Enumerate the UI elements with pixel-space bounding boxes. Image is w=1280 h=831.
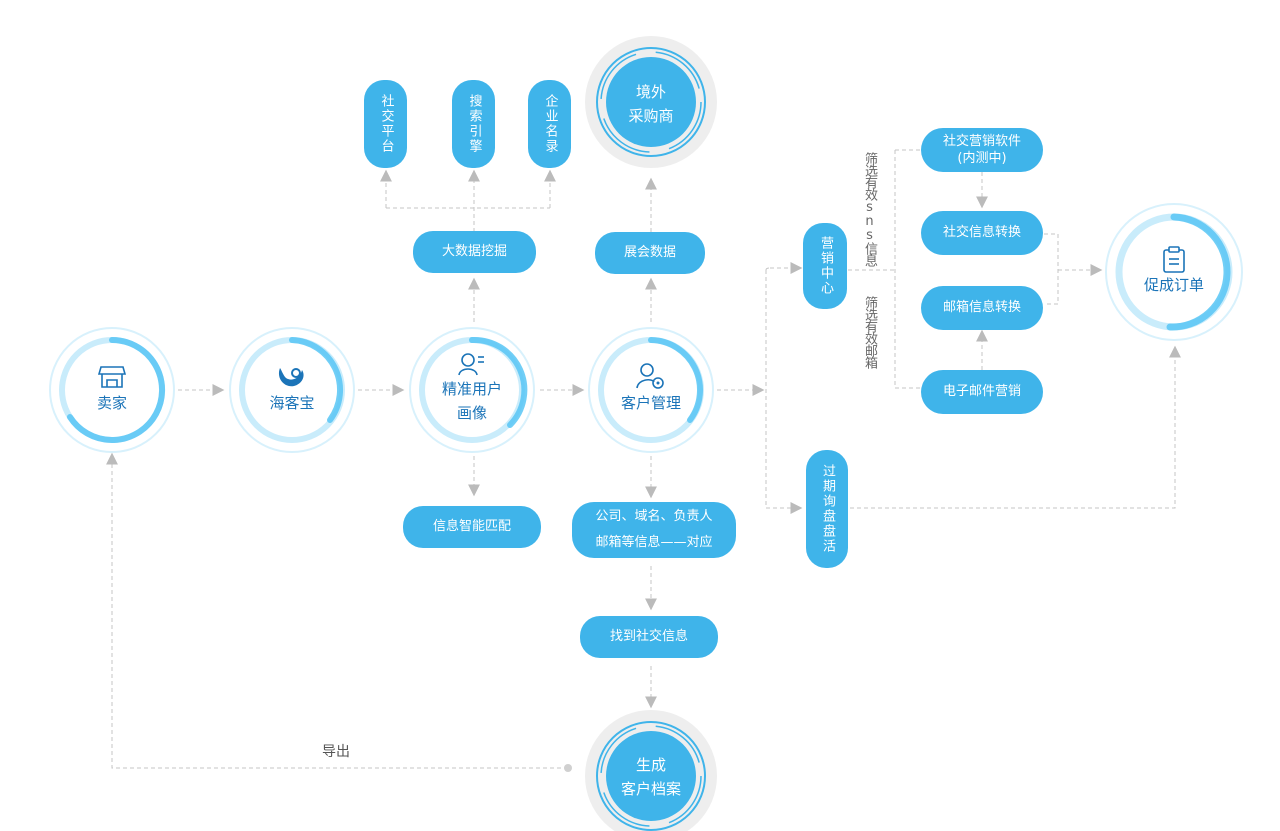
- label-filter-email: 筛选有效邮箱: [862, 296, 877, 368]
- node-overseas-buyer-line2: 采购商: [628, 107, 674, 125]
- node-user-profile-line2: 画像: [456, 404, 487, 422]
- node-overseas-buyer-line1: 境外: [635, 83, 666, 101]
- circle-overseas-buyer: [585, 36, 717, 168]
- pill-social-convert: 社交信息转换: [921, 211, 1043, 255]
- pill-company-info-line2: 邮箱等信息——对应: [595, 535, 713, 550]
- shop-icon: [98, 366, 126, 388]
- node-generate-file-line1: 生成: [635, 756, 666, 774]
- node-generate-file-line2: 客户档案: [620, 780, 681, 798]
- node-user-profile-line1: 精准用户: [441, 380, 502, 398]
- pill-company-info-line1: 公司、域名、负责人: [595, 509, 713, 524]
- user-profile-icon: [458, 353, 484, 376]
- ring-customer-mgmt: [588, 327, 714, 453]
- ring-haikebao: [229, 327, 355, 453]
- node-haikebao: 海客宝: [269, 394, 315, 412]
- ring-user-profile: [409, 327, 535, 453]
- pill-social-software-line2: (内测中): [957, 151, 1007, 166]
- pill-social-platform: 社交平台: [364, 80, 407, 168]
- pill-marketing-center-text: 营销中心: [818, 236, 833, 296]
- node-seller: 卖家: [96, 394, 127, 412]
- user-settings-icon: [636, 363, 664, 389]
- pill-expired-inquiry-text: 过期询盘盘活: [820, 464, 835, 554]
- haikebao-logo-icon: [278, 368, 304, 387]
- pill-social-software: 社交营销软件 (内测中): [921, 128, 1043, 172]
- label-filter-sns: 筛选有效sns信息: [862, 152, 877, 266]
- pill-social-software-line1: 社交营销软件: [942, 134, 1021, 149]
- pill-expired-inquiry: 过期询盘盘活: [806, 450, 848, 568]
- export-dot: [564, 764, 572, 772]
- node-promote-order: 促成订单: [1143, 276, 1204, 294]
- pill-expo-data: 展会数据: [595, 232, 705, 274]
- node-customer-mgmt: 客户管理: [620, 394, 681, 412]
- label-export: 导出: [322, 744, 350, 760]
- connectors: [106, 149, 1181, 769]
- pill-info-matching: 信息智能匹配: [403, 506, 541, 548]
- clipboard-icon: [1163, 246, 1185, 273]
- pill-big-data-mining: 大数据挖掘: [413, 231, 536, 273]
- pill-search-engine: 搜索引擎: [452, 80, 495, 168]
- pill-company-directory-text: 企业名录: [542, 94, 558, 154]
- pill-marketing-center: 营销中心: [803, 223, 847, 309]
- pill-company-info: 公司、域名、负责人 邮箱等信息——对应: [572, 502, 736, 558]
- pill-company-directory: 企业名录: [528, 80, 571, 168]
- pill-email-convert: 邮箱信息转换: [921, 286, 1043, 330]
- ring-seller: [49, 327, 175, 453]
- pill-search-engine-text: 搜索引擎: [466, 94, 482, 154]
- circle-generate-file: [585, 710, 717, 831]
- pill-find-social: 找到社交信息: [580, 616, 718, 658]
- pill-social-platform-text: 社交平台: [378, 94, 394, 154]
- pill-email-marketing: 电子邮件营销: [921, 370, 1043, 414]
